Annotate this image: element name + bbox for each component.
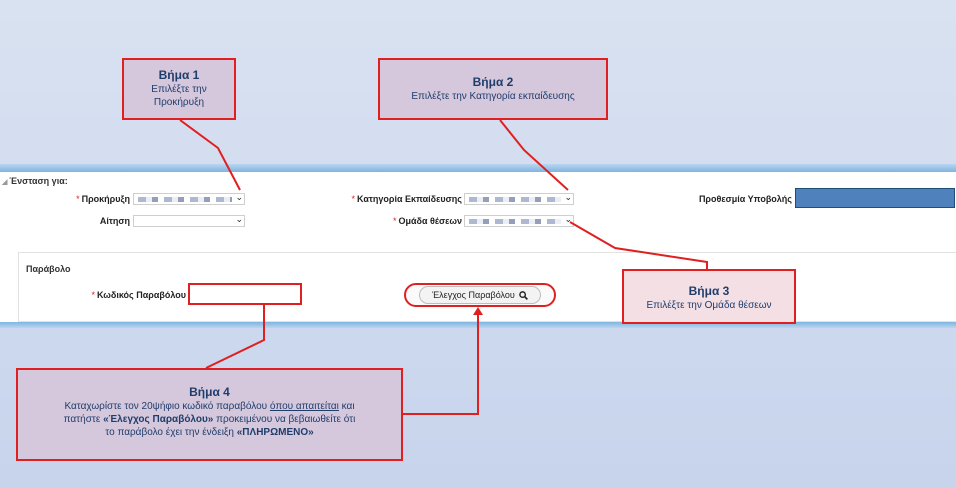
blurred-value [469,219,561,224]
prokiryxi-select[interactable]: ⌄ [133,192,245,205]
chevron-down-icon: ⌄ [235,214,243,224]
blurred-value [138,197,232,202]
prothesmia-label: Προθεσμία Υποβολής [698,194,792,204]
check-parabolo-button[interactable]: Έλεγχος Παραβόλου [404,283,556,307]
blurred-value [469,197,561,202]
omada-label: *Ομάδα θέσεων [392,216,462,226]
chevron-down-icon: ⌄ [564,192,572,202]
omada-select[interactable]: ⌄ [464,214,574,227]
katigoria-select[interactable]: ⌄ [464,192,574,205]
callout-step4: Βήμα 4 Καταχωρίστε τον 20ψήφιο κωδικό πα… [16,368,403,461]
chevron-down-icon: ⌄ [564,214,572,224]
panel-top-border [0,164,956,172]
check-parabolo-inner[interactable]: Έλεγχος Παραβόλου [419,286,541,304]
arrow-step4-btn [403,309,479,415]
step4-line3: το παράβολο έχει την ένδειξη «ΠΛΗΡΩΜΕΝΟ» [105,427,314,438]
aitisi-select[interactable]: ⌄ [133,214,245,227]
chevron-down-icon: ⌄ [235,192,243,202]
arrowhead [473,307,483,315]
kodikos-label: *Κωδικός Παραβόλου [91,290,186,300]
arrow-step4-kod [205,305,265,369]
arrow-step3 [569,221,708,269]
arrow-step1 [179,119,241,191]
arrow-step2 [499,119,569,191]
aitisi-label: Αίτηση [99,216,130,226]
callout-step1: Βήμα 1 Επιλέξτε την Προκήρυξη [122,58,236,120]
section-title[interactable]: ◢Ένσταση για: [2,176,68,186]
kodikos-parabolou-input[interactable] [188,283,302,305]
deadline-field [795,188,955,208]
collapse-triangle-icon[interactable]: ◢ [2,179,8,186]
step4-line1: Καταχωρίστε τον 20ψήφιο κωδικό παραβόλου… [64,401,355,412]
katigoria-label: *Κατηγορία Εκπαίδευσης [351,194,462,204]
search-icon [519,290,528,300]
callout-step3: Βήμα 3 Επιλέξτε την Ομάδα θέσεων [622,269,796,324]
step4-line2: πατήστε «Έλεγχος Παραβόλου» προκειμένου … [63,414,356,425]
prokiryxi-label: *Προκήρυξη [76,194,130,204]
callout-step2: Βήμα 2 Επιλέξτε την Κατηγορία εκπαίδευση… [378,58,608,120]
parabolo-title: Παράβολο [26,264,71,274]
